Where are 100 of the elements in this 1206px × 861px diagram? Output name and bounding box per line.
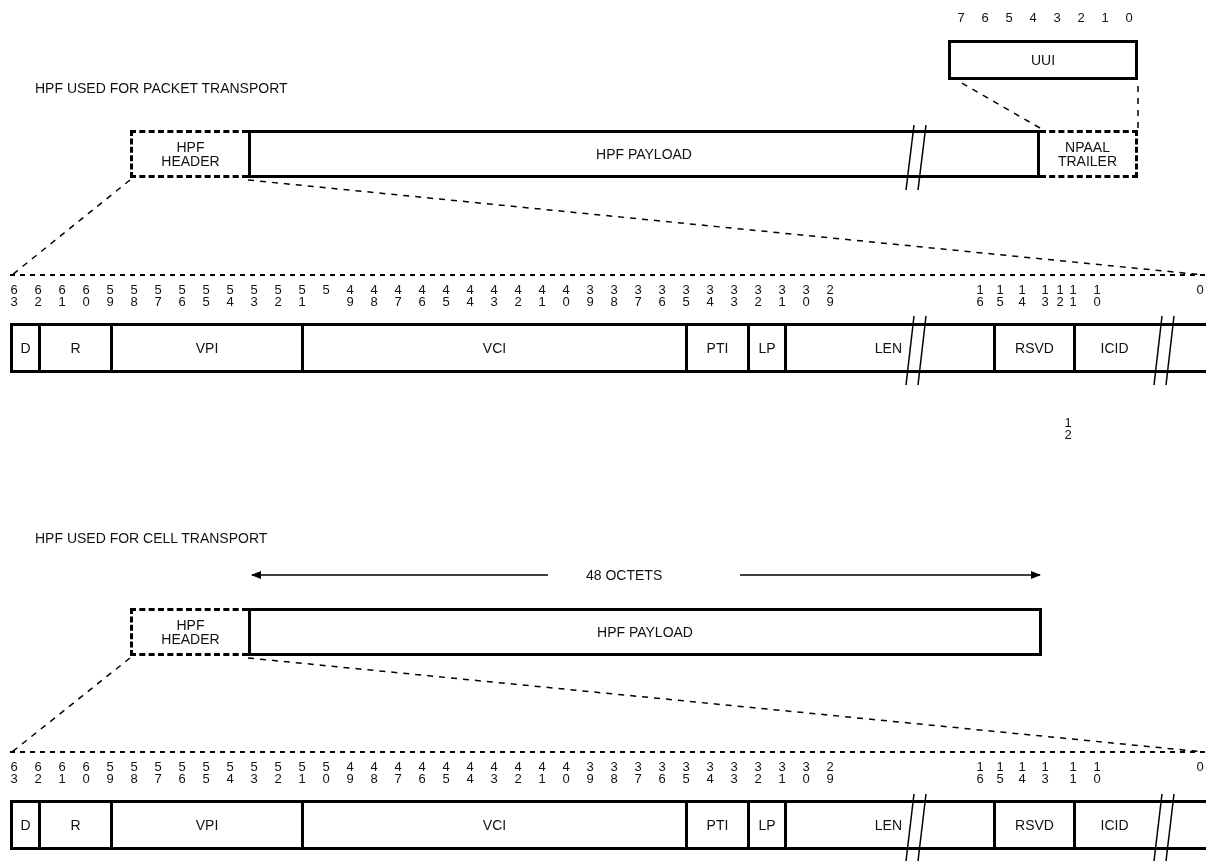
bit-number: 32 [754,761,762,785]
bit-number: 37 [634,284,642,308]
bit-number: 31 [778,761,786,785]
bit-number: 4 [1028,12,1038,24]
bit-number: 51 [298,284,306,308]
bit-field: ICID [1073,803,1153,847]
bit-field: VPI [110,326,301,370]
bit-number: 43 [490,284,498,308]
bit-number: 45 [442,761,450,785]
bit-number: 62 [34,761,42,785]
bit-number: 40 [562,761,570,785]
bit-field: ICID [1073,326,1153,370]
section-title: HPF USED FOR PACKET TRANSPORT [35,80,288,96]
bit-number: 63 [10,761,18,785]
bit-number: 42 [514,284,522,308]
bit-number: 44 [466,761,474,785]
bit-number: 39 [586,761,594,785]
bit-number: 10 [1093,284,1101,308]
bit-number: 31 [778,284,786,308]
bit-number: 38 [610,284,618,308]
bit-number: 33 [730,761,738,785]
bit-number: 5 [1004,12,1014,24]
bit-number: 61 [58,761,66,785]
bit-number: 7 [956,12,966,24]
bit-number: 60 [82,284,90,308]
bit-number: 50 [322,761,330,785]
bit-number: 56 [178,761,186,785]
bit-number: 30 [802,761,810,785]
section-title: HPF USED FOR CELL TRANSPORT [35,530,268,546]
bit-number: 42 [514,761,522,785]
bit-number: 52 [274,284,282,308]
field-box: HPF PAYLOAD [248,608,1042,656]
bit-number: 36 [658,284,666,308]
bit-number: 59 [106,284,114,308]
bit-number: 51 [298,761,306,785]
bit-field: D [13,326,38,370]
bit-number: 52 [274,761,282,785]
bit-field: VPI [110,803,301,847]
leader-line [11,179,131,276]
leader-line [11,657,131,753]
header-bit-row [10,323,1206,373]
bit-number: 13 [1041,284,1049,308]
bit-number: 5 [322,284,330,296]
bit-number: 37 [634,761,642,785]
field-box: UUI [948,40,1138,80]
bit-field: RSVD [993,326,1073,370]
bit-field: VCI [301,803,685,847]
bit-number: 14 [1018,761,1026,785]
bit-number: 3 [1052,12,1062,24]
bit-number: 15 [996,284,1004,308]
bit-number: 49 [346,284,354,308]
bit-number: 1 [1100,12,1110,24]
bit-number: 55 [202,284,210,308]
bit-field: VCI [301,326,685,370]
bit-number: 45 [442,284,450,308]
bit-number: 14 [1018,284,1026,308]
bit-number: 34 [706,284,714,308]
bit-number: 40 [562,284,570,308]
leader-line [959,81,1041,129]
bit-number: 58 [130,284,138,308]
bit-number: 12 [1056,284,1064,308]
bit-number: 30 [802,284,810,308]
leader-line [247,657,1205,753]
bit-number: 13 [1041,761,1049,785]
bit-field: RSVD [993,803,1073,847]
bit-number: 41 [538,284,546,308]
bit-number: 53 [250,284,258,308]
bit-number: 48 [370,284,378,308]
bit-number: 60 [82,761,90,785]
bit-number: 53 [250,761,258,785]
dimension-label: 48 OCTETS [586,567,663,583]
bit-number: 61 [58,284,66,308]
bit-number: 16 [976,761,984,785]
bit-number: 33 [730,284,738,308]
bit-field: D [13,803,38,847]
bit-field: PTI [685,326,747,370]
bit-number: 47 [394,284,402,308]
bit-number: 2 [1076,12,1086,24]
bit-number: 11 [1069,284,1077,308]
bit-field: R [38,803,110,847]
bit-number: 0 [1196,761,1204,773]
bit-number: 44 [466,284,474,308]
bit-number: 63 [10,284,18,308]
bit-number: 0 [1196,284,1204,296]
bit-field: LEN [784,803,918,847]
bit-number: 46 [418,761,426,785]
bit-field: LP [747,803,784,847]
bit-number: 32 [754,284,762,308]
bit-number: 12 [1064,417,1072,441]
bit-number: 57 [154,761,162,785]
bit-number: 57 [154,284,162,308]
bit-number: 46 [418,284,426,308]
dashed-field-box: NPAAL TRAILER [1040,130,1138,178]
bit-number: 16 [976,284,984,308]
bit-field: LEN [784,326,918,370]
bit-field: PTI [685,803,747,847]
leader-line [247,179,1205,276]
bit-number: 35 [682,284,690,308]
bit-number: 54 [226,761,234,785]
bit-field: LP [747,326,784,370]
